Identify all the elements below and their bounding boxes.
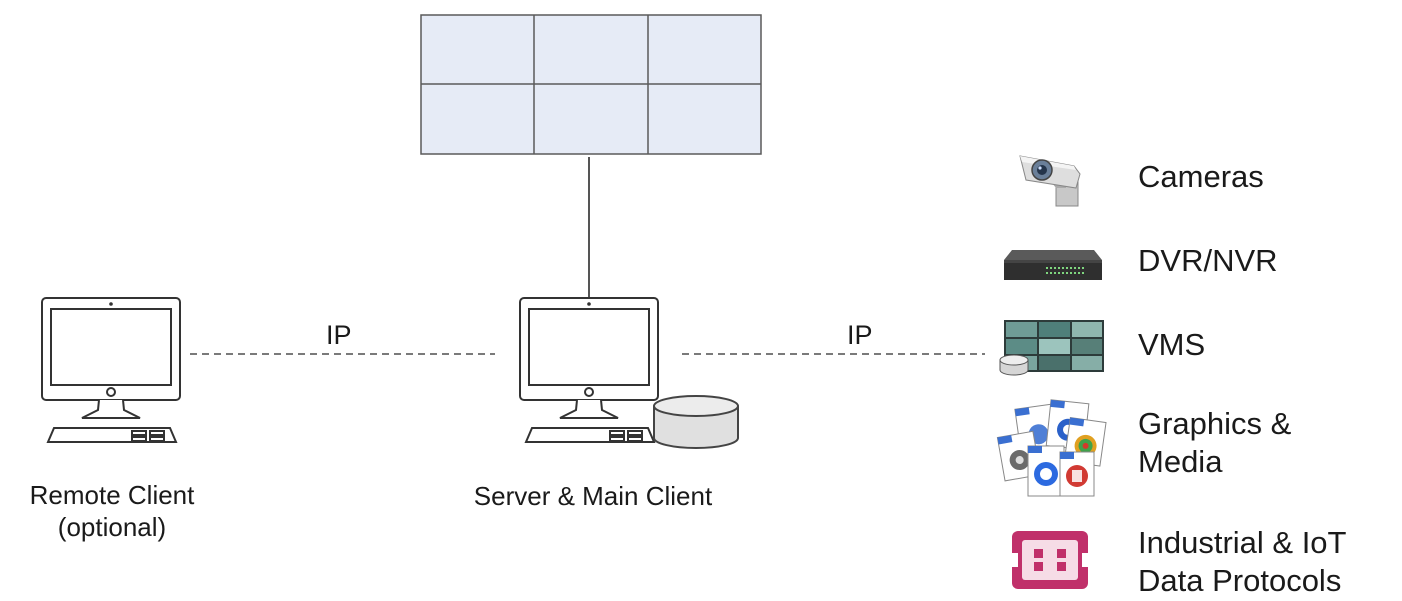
source-label-cameras: Cameras <box>1138 158 1264 196</box>
source-label-vms: VMS <box>1138 326 1205 364</box>
source-label-graphics-media-line1: Graphics & <box>1138 406 1292 441</box>
source-label-dvr-nvr: DVR/NVR <box>1138 242 1278 280</box>
remote-client-title: Remote Client <box>29 480 195 510</box>
remote-client-label: Remote Client (optional) <box>0 479 224 543</box>
vms-icon <box>999 320 1104 376</box>
server-computer-icon <box>519 297 659 443</box>
video-wall <box>420 14 762 155</box>
ip-label-left: IP <box>326 320 352 350</box>
server-label: Server & Main Client <box>473 481 713 511</box>
ip-label-right: IP <box>847 320 873 350</box>
source-label-cameras-text: Cameras <box>1138 159 1264 194</box>
source-label-industrial-iot-line1: Industrial & IoT <box>1138 525 1347 560</box>
iot-board-icon <box>1012 531 1088 589</box>
source-label-industrial-iot-line2: Data Protocols <box>1138 563 1342 598</box>
source-label-vms-text: VMS <box>1138 327 1206 362</box>
camera-icon <box>1019 155 1081 207</box>
media-files-icon <box>996 399 1107 497</box>
source-label-dvr-nvr-text: DVR/NVR <box>1138 243 1278 278</box>
dvr-nvr-icon <box>1004 250 1102 280</box>
database-icon <box>653 395 739 449</box>
remote-client-note: (optional) <box>57 512 167 542</box>
remote-client-computer-icon <box>41 297 181 443</box>
source-label-graphics-media-line2: Media <box>1138 444 1223 479</box>
source-label-industrial-iot: Industrial & IoT Data Protocols <box>1138 524 1346 600</box>
source-label-graphics-media: Graphics & Media <box>1138 405 1291 481</box>
